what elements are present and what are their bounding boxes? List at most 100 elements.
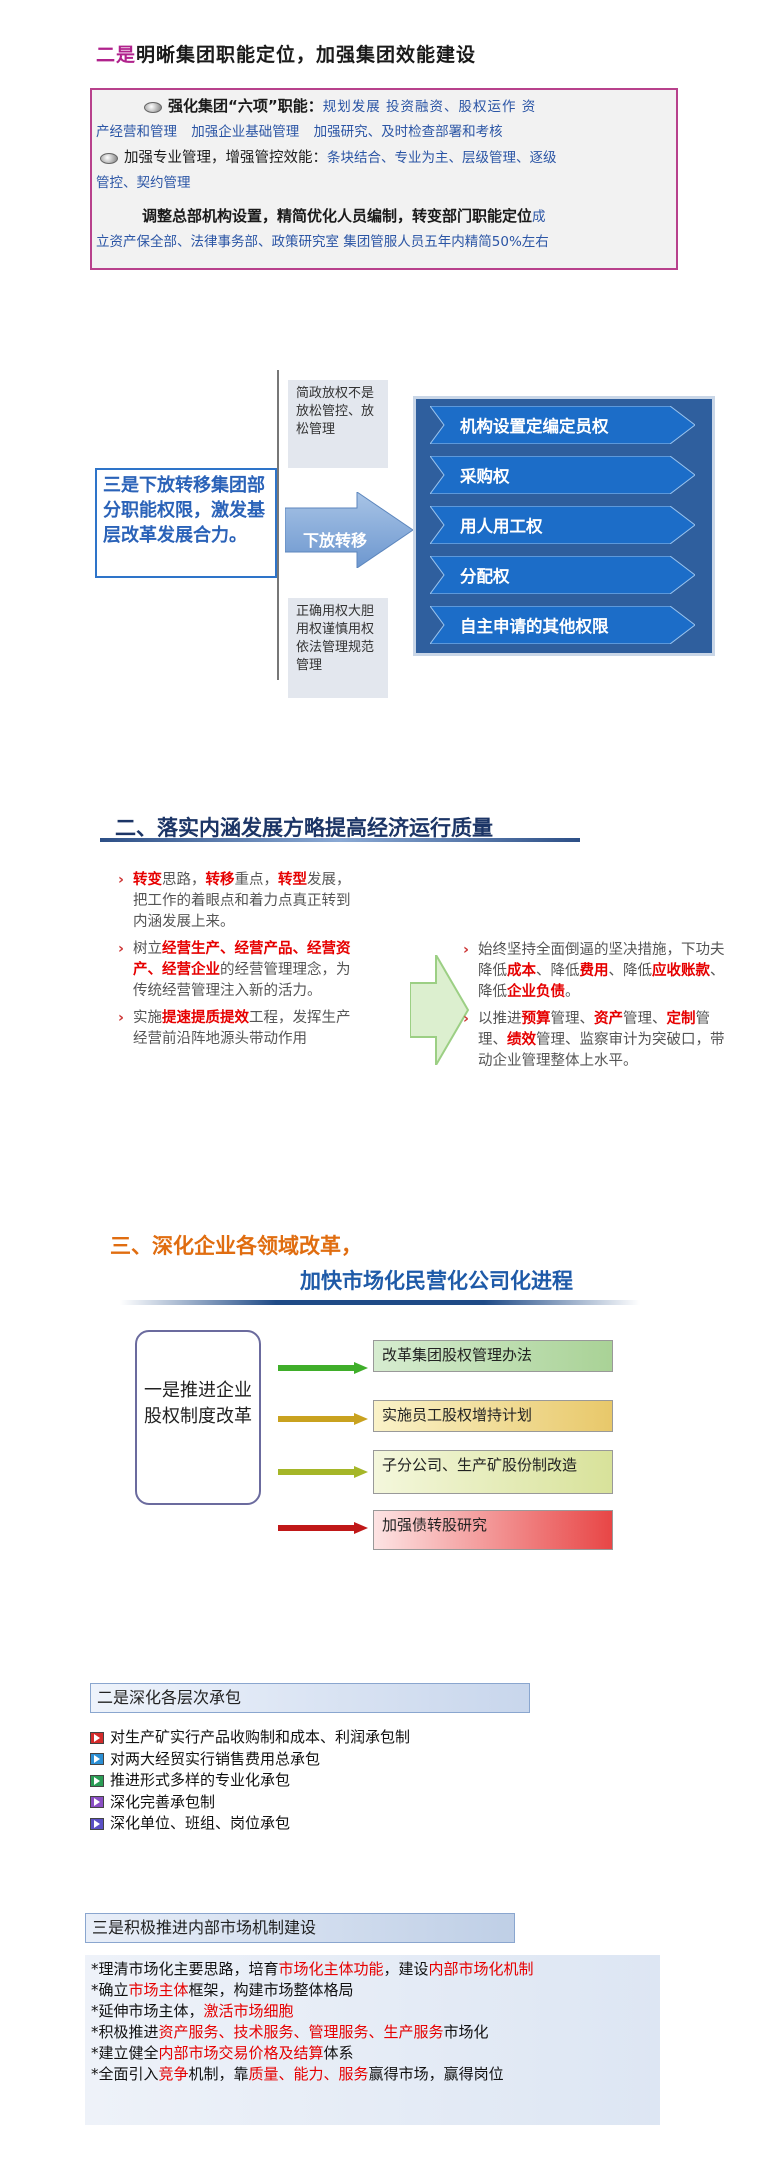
play-bullet-icon <box>90 1731 104 1744</box>
right-item-label: 机构设置定编定员权 <box>460 417 609 436</box>
highlight-text: 经营生产、经营产品、经营资产、经营企业 <box>133 941 351 978</box>
body-text: 赢得市场，赢得岗位 <box>368 2065 504 2083</box>
s1-line1-body: 规划发展 投资融资、股权运作 资 <box>322 99 537 115</box>
bullet-item: 树立经营生产、经营产品、经营资产、经营企业的经营管理理念，为传统经营管理注入新的… <box>115 939 355 1002</box>
disc-icon <box>100 152 118 164</box>
highlight-text: 激活市场细胞 <box>203 2002 294 2020</box>
s1-line5-head: 调整总部机构设置，精简优化人员编制，转变部门职能定位 <box>142 207 533 225</box>
bullet-item: 以推进预算管理、资产管理、定制管理、绩效管理、监察审计为突破口，带动企业管理整体… <box>460 1009 730 1072</box>
highlight-text: 资产服务、技术服务、管理服务、生产服务 <box>158 2023 444 2041</box>
section4-title-line1: 三、深化企业各领域改革， <box>110 1234 362 1258</box>
highlight-text: 转变 <box>133 872 162 888</box>
mechanism-line: *积极推进资产服务、技术服务、管理服务、生产服务市场化 <box>91 2022 654 2043</box>
body-text: 框架，构建市场整体格局 <box>188 1981 354 1999</box>
mechanism-line: *确立市场主体框架，构建市场整体格局 <box>91 1980 654 2001</box>
body-text: 管理、监察审计为突破口，带动企业管理整体上水平。 <box>478 1032 725 1069</box>
tag-3: 子分公司、生产矿股份制改造 <box>373 1450 613 1494</box>
highlight-text: 竞争 <box>158 2065 189 2083</box>
list-item-label: 深化单位、班组、岗位承包 <box>110 1814 291 1832</box>
right-item-4: 分配权 <box>429 555 696 595</box>
list-item-label: 推进形式多样的专业化承包 <box>110 1771 291 1789</box>
highlight-text: 应收账款 <box>652 963 710 979</box>
right-item-1: 机构设置定编定员权 <box>429 405 696 445</box>
mechanism-line: *全面引入竞争机制，靠质量、能力、服务赢得市场，赢得岗位 <box>91 2064 654 2085</box>
s1-line3-head: 加强专业管理，增强管控效能： <box>124 150 327 166</box>
highlight-text: 成本 <box>507 963 536 979</box>
body-text: 工程，发挥生产经营前沿阵地源头带动作用 <box>133 1010 351 1047</box>
body-text: 发展，把工作的着眼点和着力点真正转到内涵发展上来。 <box>133 872 351 930</box>
right-item-3: 用人用工权 <box>429 505 696 545</box>
list-item: 对两大经贸实行销售费用总承包 <box>90 1749 410 1771</box>
s1-line6: 立资产保全部、法律事务部、政策研究室 集团管服人员五年内精简50%左右 <box>96 234 549 250</box>
body-text: *确立 <box>91 1981 129 1999</box>
body-text: 、降低 <box>608 963 653 979</box>
tag-1: 改革集团股权管理办法 <box>373 1340 613 1372</box>
highlight-text: 市场主体 <box>128 1981 189 1999</box>
s1-line4: 管控、契约管理 <box>96 175 191 191</box>
right-item-label: 采购权 <box>460 467 510 486</box>
s1-line5: 调整总部机构设置，精简优化人员编制，转变部门职能定位成 <box>142 206 546 228</box>
body-text: 管理、 <box>478 1011 710 1048</box>
bottom-note: 正确用权大胆用权谨慎用权依法管理规范管理 <box>288 598 388 698</box>
list-item-label: 深化完善承包制 <box>110 1792 216 1811</box>
highlight-text: 转型 <box>278 872 307 888</box>
body-text: 市场化 <box>443 2023 489 2041</box>
bullet-item: 实施提速提质提效工程，发挥生产经营前沿阵地源头带动作用 <box>115 1008 355 1050</box>
body-text: 始终坚持全面倒逼的坚决措施，下功夫降低 <box>478 942 725 979</box>
body-text: *理清市场化主要思路，培育 <box>91 1960 279 1978</box>
tag-2: 实施员工股权增持计划 <box>373 1400 613 1432</box>
list-item-label: 对生产矿实行产品收购制和成本、利润承包制 <box>110 1728 411 1746</box>
body-text: 管理、 <box>623 1011 667 1027</box>
disc-icon <box>144 101 162 113</box>
big-arrow-icon <box>285 492 414 568</box>
body-text: *积极推进 <box>91 2023 159 2041</box>
section1-box: 强化集团“六项”职能：规划发展 投资融资、股权运作 资 产经营和管理 加强企业基… <box>90 88 678 270</box>
highlight-text: 市场化主体功能 <box>278 1960 384 1978</box>
right-item-label: 自主申请的其他权限 <box>460 617 609 636</box>
highlight-text: 内部市场交易价格及结算 <box>158 2044 324 2062</box>
bracket-line <box>277 370 289 680</box>
right-item-5: 自主申请的其他权限 <box>429 605 696 645</box>
green-arrow-icon <box>410 955 470 1065</box>
play-bullet-icon <box>90 1796 104 1809</box>
right-item-label: 用人用工权 <box>460 517 543 536</box>
body-text: 重点， <box>234 872 279 888</box>
play-bullet-icon <box>90 1817 104 1830</box>
mechanism-line: *建立健全内部市场交易价格及结算体系 <box>91 2043 654 2064</box>
highlight-text: 内部市场化机制 <box>428 1960 534 1978</box>
arrow-right-icon <box>278 1466 368 1478</box>
section3-right-column: 始终坚持全面倒逼的坚决措施，下功夫降低成本、降低费用、降低应收账款、降低企业负债… <box>460 940 730 1078</box>
section5-heading: 二是深化各层次承包 <box>90 1683 530 1713</box>
arrow-right-icon <box>278 1522 368 1534</box>
list-item: 对生产矿实行产品收购制和成本、利润承包制 <box>90 1727 410 1749</box>
body-text: 、降低 <box>536 963 580 979</box>
arrow-right-icon <box>278 1362 368 1374</box>
right-item-label: 分配权 <box>460 567 510 586</box>
equity-reform-box: 一是推进企业股权制度改革 <box>135 1330 261 1505</box>
body-text: 机制，靠 <box>188 2065 249 2083</box>
body-text: *全面引入 <box>91 2065 159 2083</box>
section1-title-lead: 二是 <box>96 44 137 66</box>
contract-list: 对生产矿实行产品收购制和成本、利润承包制对两大经贸实行销售费用总承包推进形式多样… <box>90 1727 410 1835</box>
section3-title: 二、落实内涵发展方略提高经济运行质量 <box>115 816 493 840</box>
mechanism-line: *理清市场化主要思路，培育市场化主体功能，建设内部市场化机制 <box>91 1959 654 1980</box>
s1-line3: 加强专业管理，增强管控效能：条块结合、专业为主、层级管理、逐级 <box>100 148 557 169</box>
bullet-item: 始终坚持全面倒逼的坚决措施，下功夫降低成本、降低费用、降低应收账款、降低企业负债… <box>460 940 730 1003</box>
body-text: 、降低 <box>478 963 725 1000</box>
section1-title: 二是明晰集团职能定位，加强集团效能建设 <box>96 40 476 67</box>
section2-left-box: 三是下放转移集团部分职能权限，激发基层改革发展合力。 <box>95 468 277 578</box>
body-text: 实施 <box>133 1010 162 1026</box>
body-text: ，建设 <box>383 1960 429 1978</box>
highlight-text: 企业负债 <box>507 984 565 1000</box>
section6-heading: 三是积极推进内部市场机制建设 <box>85 1913 515 1943</box>
play-bullet-icon <box>90 1753 104 1766</box>
market-mechanism-box: *理清市场化主要思路，培育市场化主体功能，建设内部市场化机制*确立市场主体框架，… <box>85 1955 660 2125</box>
list-item-label: 对两大经贸实行销售费用总承包 <box>110 1749 321 1768</box>
body-text: 的经营管理理念，为传统经营管理注入新的活力。 <box>133 962 351 999</box>
body-text: 。 <box>565 984 580 1000</box>
list-item: 深化单位、班组、岗位承包 <box>90 1813 410 1835</box>
s1-line1-head: 强化集团“六项”职能： <box>168 97 323 115</box>
title-underline <box>120 1300 640 1305</box>
highlight-text: 转移 <box>205 872 235 888</box>
body-text: 思路， <box>162 872 206 888</box>
